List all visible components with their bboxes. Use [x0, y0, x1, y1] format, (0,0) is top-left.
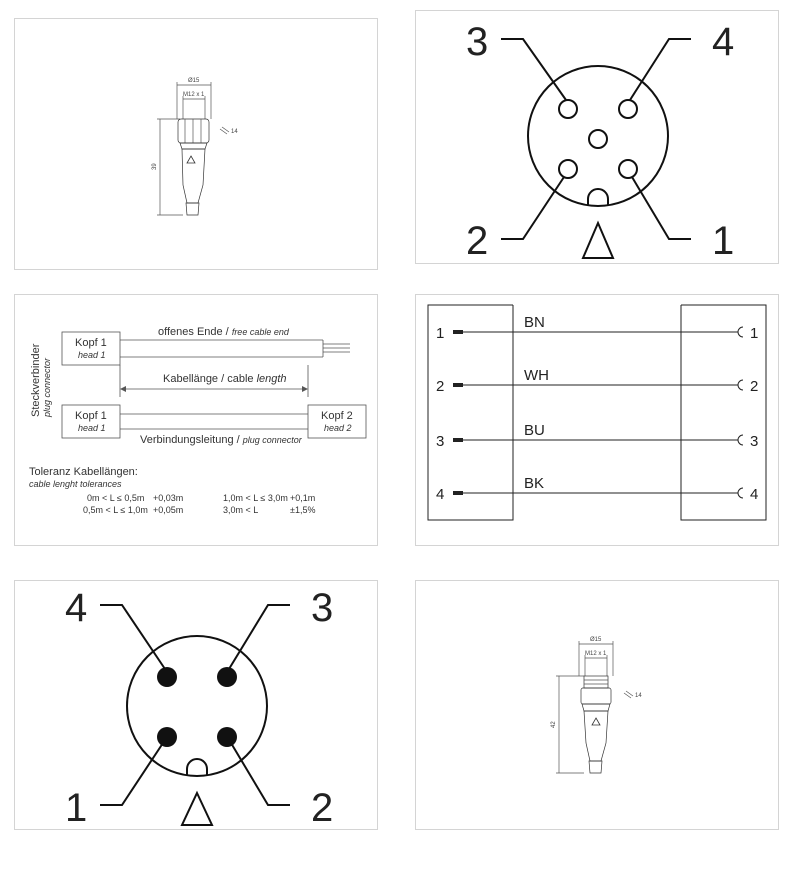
- head2-label: Kopf 2: [321, 410, 353, 422]
- length-dim-label: 42: [551, 721, 557, 728]
- tolerance-title: Toleranz Kabellängen:: [29, 466, 138, 478]
- tolerance-range-2: 0,5m < L ≤ 1,0m: [83, 505, 148, 515]
- tolerance-value-2: +0,05m: [153, 505, 183, 515]
- tolerance-subtitle: cable lenght tolerances: [29, 479, 122, 489]
- pin-label-3: 3: [466, 20, 488, 64]
- thread-dim-label: M12 x 1: [183, 92, 205, 98]
- wiring-diagram-panel: 1 BN 1 2 WH 2 3 BU 3 4 BK 4: [415, 294, 779, 546]
- pin-label-1: 1: [65, 786, 87, 830]
- female-pinout-diagram: 3 4 2 1: [466, 20, 734, 263]
- head1-bottom-label: Kopf 1: [75, 410, 107, 422]
- pin-label-2: 2: [311, 786, 333, 830]
- wrench-dim-label: 14: [635, 693, 642, 699]
- cable-length-label: Kabellänge / cable length: [163, 373, 287, 385]
- wiring-diagram: 1 BN 1 2 WH 2 3 BU 3 4 BK 4: [427, 304, 767, 521]
- head2-label-en: head 2: [324, 423, 352, 433]
- thread-dim-label: M12 x 1: [585, 651, 607, 657]
- wire-right-1: 1: [750, 325, 758, 342]
- cable-diagram-panel: Steckverbinder plug connector Kopf 1 hea…: [14, 294, 378, 546]
- wire-left-3: 3: [436, 433, 444, 450]
- tolerance-value-1: +0,03m: [153, 493, 183, 503]
- pin-label-4: 4: [65, 586, 87, 630]
- pin-label-4: 4: [712, 20, 734, 64]
- wire-right-3: 3: [750, 433, 758, 450]
- tolerance-value-3: +0,1m: [290, 493, 315, 503]
- female-connector-drawing-panel: Ø15 M12 x 1 39 14: [14, 18, 378, 270]
- wire-color-wh: WH: [524, 367, 549, 384]
- wrench-dim-label: 14: [231, 129, 238, 135]
- male-connector-drawing-panel: Ø15 M12 x 1 42 14: [415, 580, 779, 830]
- tolerance-value-4: ±1,5%: [290, 505, 315, 515]
- pin-label-2: 2: [466, 219, 488, 263]
- female-pinout-panel: 3 4 2 1: [415, 10, 779, 264]
- head1-top-label: Kopf 1: [75, 337, 107, 349]
- female-connector-drawing: Ø15 M12 x 1 39 14: [152, 78, 238, 216]
- tolerance-range-3: 1,0m < L ≤ 3,0m: [223, 493, 288, 503]
- pin-label-1: 1: [712, 219, 734, 263]
- wire-left-1: 1: [436, 325, 444, 342]
- wire-color-bn: BN: [524, 314, 545, 331]
- wire-color-bk: BK: [524, 475, 544, 492]
- cable-diagram: Steckverbinder plug connector Kopf 1 hea…: [29, 326, 367, 515]
- tolerance-range-1: 0m < L ≤ 0,5m: [87, 493, 144, 503]
- male-pinout-diagram: 4 3 1 2: [65, 586, 333, 830]
- length-dim-label: 39: [152, 163, 158, 170]
- head1-top-label-en: head 1: [78, 350, 106, 360]
- wire-right-4: 4: [750, 486, 758, 503]
- side-label: Steckverbinder: [30, 343, 42, 417]
- wire-right-2: 2: [750, 378, 758, 395]
- head1-bottom-label-en: head 1: [78, 423, 106, 433]
- diameter-dim-label: Ø15: [188, 78, 200, 84]
- side-label-en: plug connector: [42, 357, 52, 418]
- free-end-label: offenes Ende / free cable end: [158, 326, 290, 338]
- diameter-dim-label: Ø15: [590, 637, 602, 643]
- connection-label: Verbindungsleitung / plug connector: [140, 434, 303, 446]
- tolerance-range-4: 3,0m < L: [223, 505, 258, 515]
- wire-color-bu: BU: [524, 422, 545, 439]
- male-connector-drawing: Ø15 M12 x 1 42 14: [551, 637, 642, 774]
- wire-left-2: 2: [436, 378, 444, 395]
- pin-label-3: 3: [311, 586, 333, 630]
- wire-left-4: 4: [436, 486, 444, 503]
- male-pinout-panel: 4 3 1 2: [14, 580, 378, 830]
